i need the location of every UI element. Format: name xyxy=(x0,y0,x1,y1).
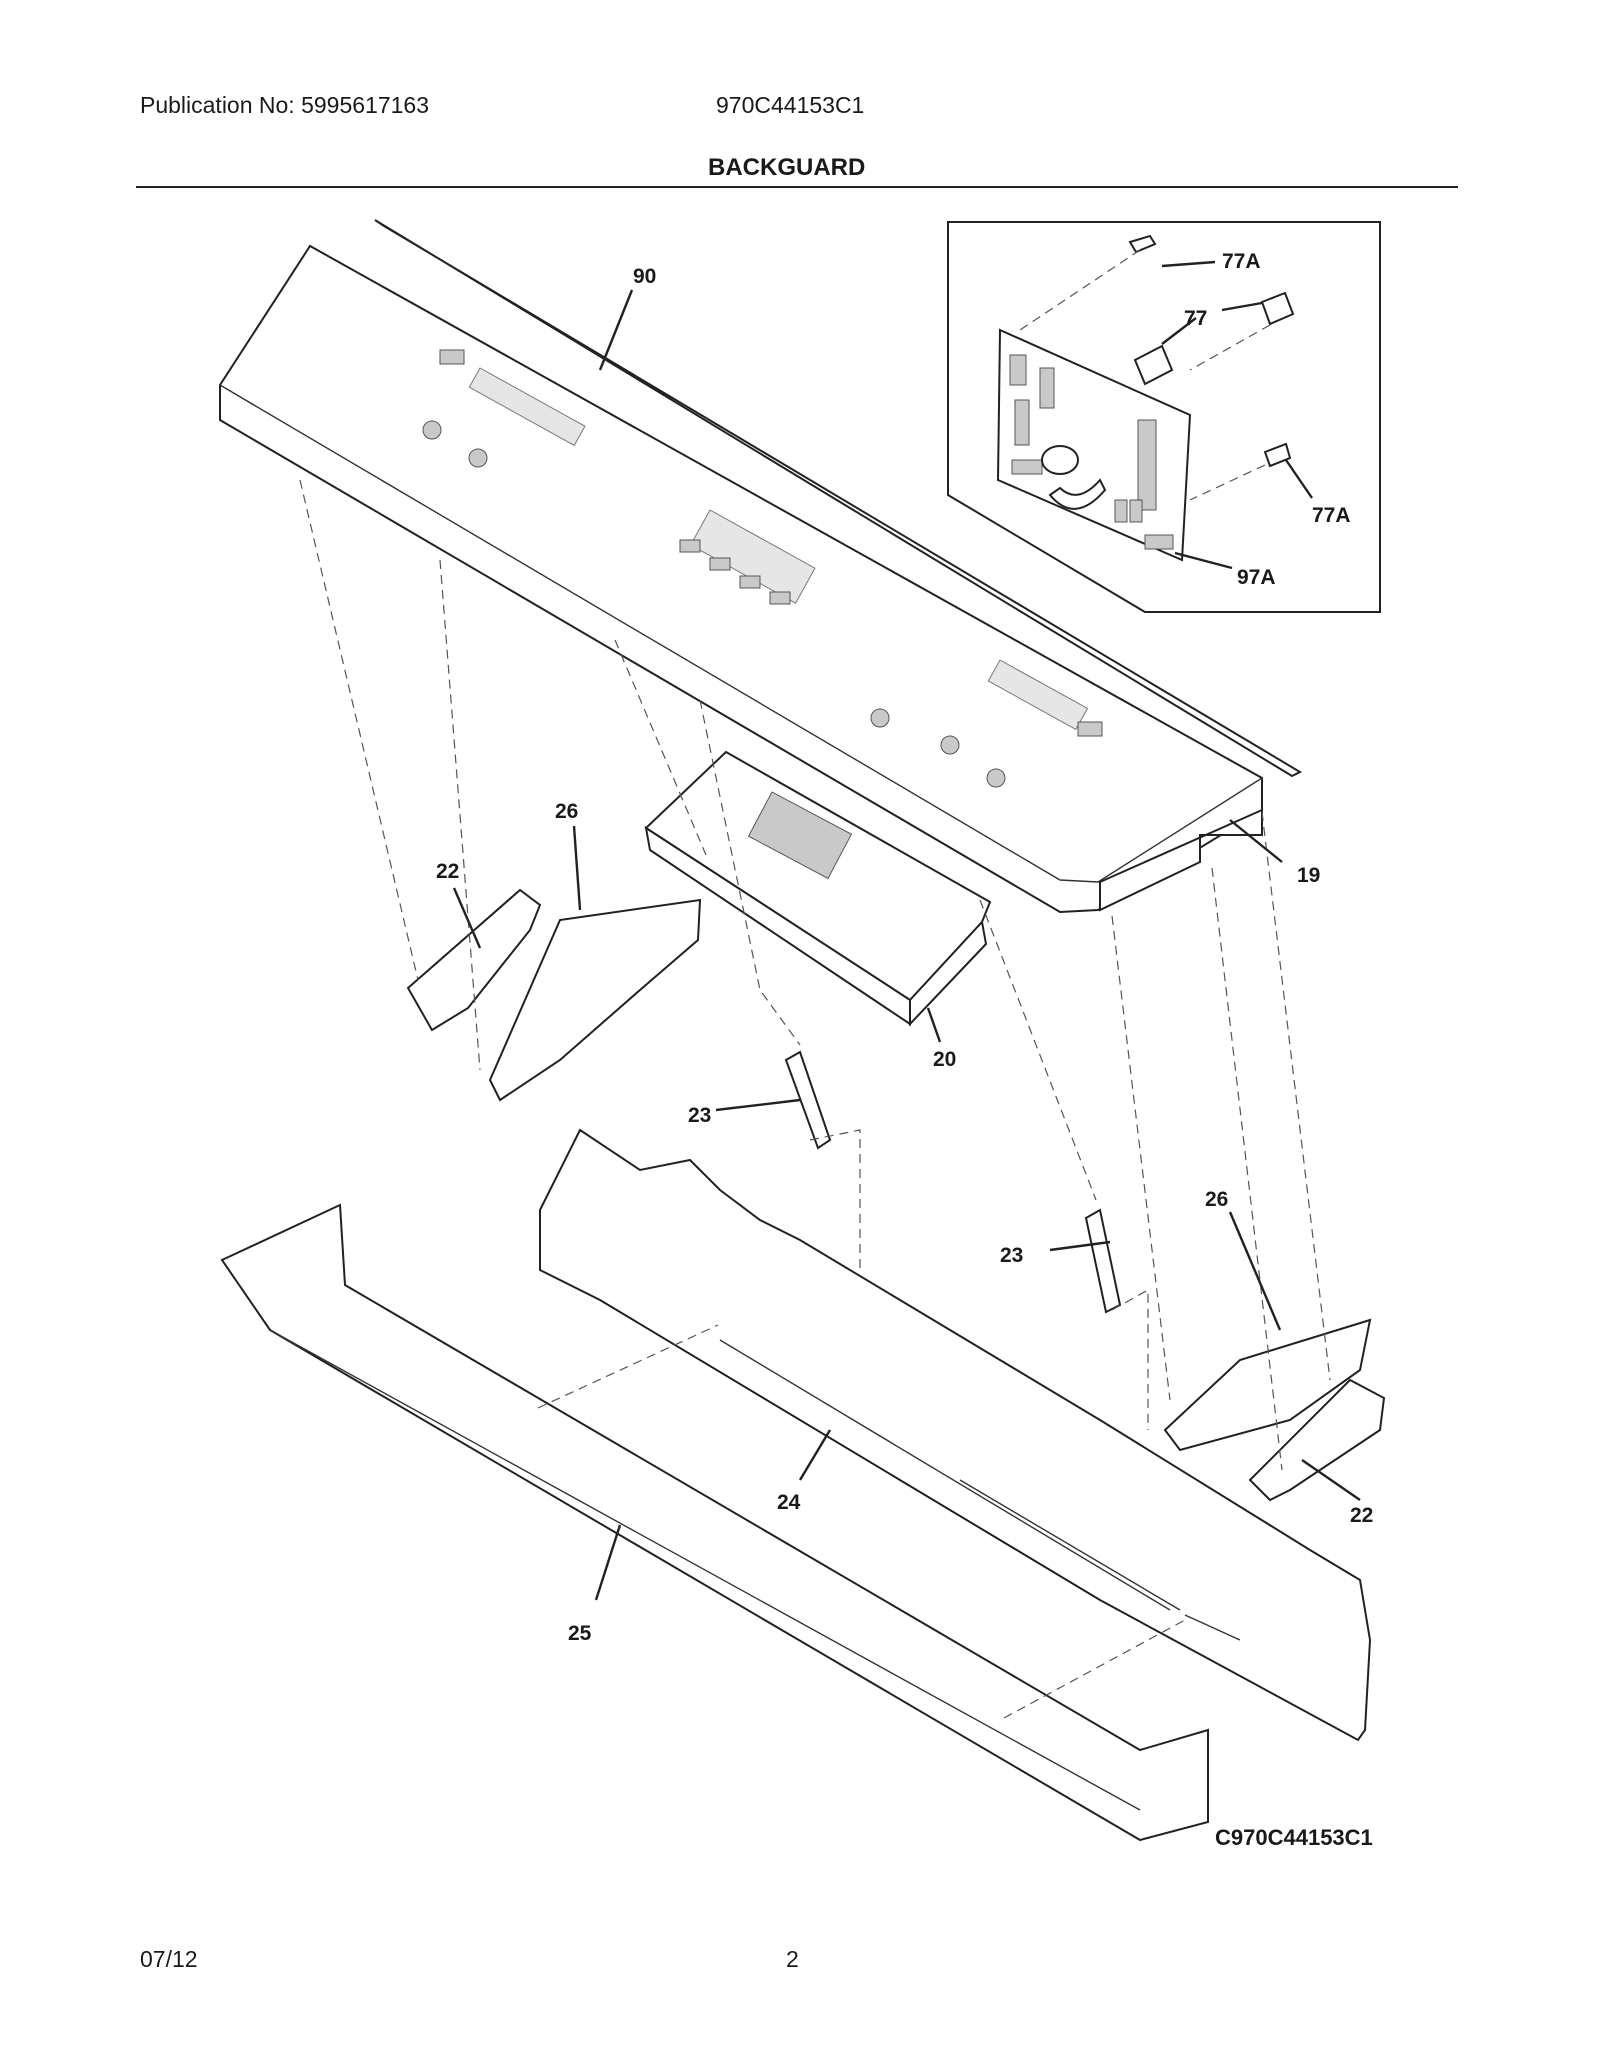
callout-77: 77 xyxy=(1184,307,1207,330)
callout-26-right: 26 xyxy=(1205,1188,1228,1211)
inset-circuit-board xyxy=(947,221,1381,613)
callout-19: 19 xyxy=(1297,864,1320,887)
callout-22-right: 22 xyxy=(1350,1504,1373,1527)
model-number: 970C44153C1 xyxy=(716,92,865,118)
callout-23-right: 23 xyxy=(1000,1244,1023,1267)
backguard-panel xyxy=(539,1128,1372,1742)
leader-lines xyxy=(452,289,1361,1601)
callout-22-left: 22 xyxy=(436,860,459,883)
callout-25: 25 xyxy=(568,1622,592,1645)
callout-77a-top: 77A xyxy=(1222,250,1261,273)
left-brackets xyxy=(406,888,702,1102)
lower-channel xyxy=(220,1203,1209,1842)
callout-77a-bottom: 77A xyxy=(1312,504,1351,527)
control-panel xyxy=(219,219,1303,914)
callout-90: 90 xyxy=(633,265,656,288)
header-rule xyxy=(136,186,1458,188)
page-title: BACKGUARD xyxy=(708,154,866,181)
small-supports xyxy=(784,1050,1122,1314)
callout-23-left: 23 xyxy=(688,1104,711,1127)
callout-20: 20 xyxy=(933,1048,956,1071)
publication-number: Publication No: 5995617163 xyxy=(140,92,430,118)
callout-24: 24 xyxy=(777,1491,801,1514)
electronic-control xyxy=(644,750,992,1027)
callout-26-left: 26 xyxy=(555,800,578,823)
assembly-lines xyxy=(299,479,1331,1719)
footer-date: 07/12 xyxy=(140,1946,198,1972)
diagram-code: C970C44153C1 xyxy=(1215,1825,1373,1850)
right-brackets xyxy=(1163,1318,1386,1502)
footer-page-number: 2 xyxy=(786,1946,799,1972)
callout-97a: 97A xyxy=(1237,566,1276,589)
